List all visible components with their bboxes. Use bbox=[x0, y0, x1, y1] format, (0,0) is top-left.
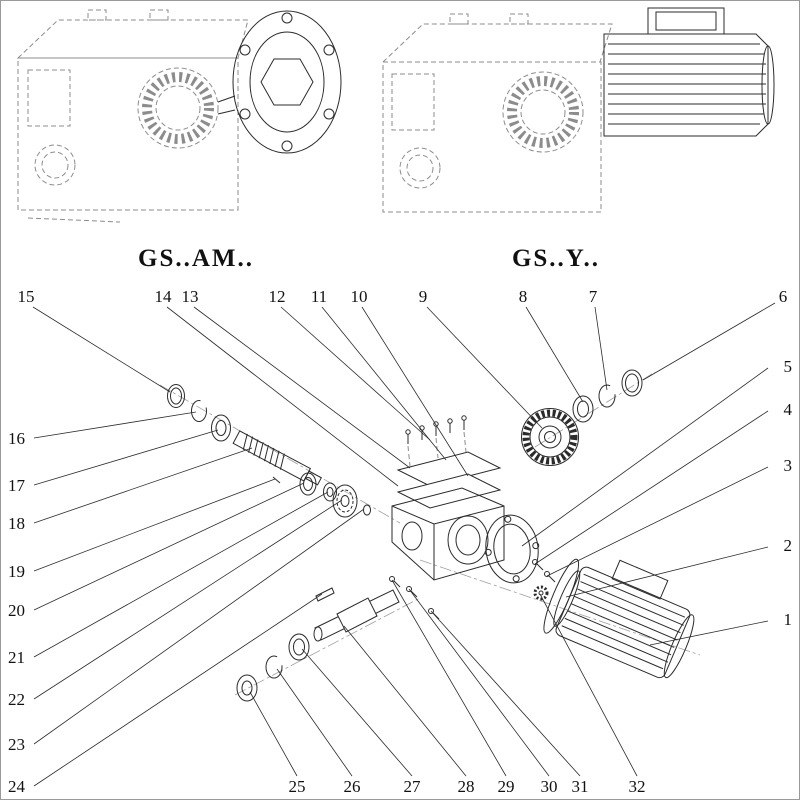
callout-numbers: 1 2 3 4 5 6 7 8 9 10 11 12 13 14 15 16 1… bbox=[8, 287, 793, 796]
callout-11: 11 bbox=[311, 287, 327, 306]
callout-16: 16 bbox=[8, 429, 25, 448]
input-oil-seal bbox=[167, 384, 185, 408]
callout-29: 29 bbox=[498, 777, 515, 796]
callout-20: 20 bbox=[8, 601, 25, 620]
leader-lines bbox=[32, 302, 776, 787]
callout-14: 14 bbox=[155, 287, 173, 306]
spline-bore bbox=[142, 72, 214, 144]
housing-bolt-b bbox=[406, 586, 418, 598]
callout-15: 15 bbox=[18, 287, 35, 306]
gearbox-gsy-figure bbox=[381, 7, 775, 213]
callout-6: 6 bbox=[779, 287, 788, 306]
gear-bearing bbox=[572, 395, 594, 423]
output-flange bbox=[484, 514, 540, 584]
output-circlip bbox=[265, 655, 283, 679]
screw-projection-lines bbox=[407, 431, 467, 467]
callout-3: 3 bbox=[784, 456, 793, 475]
gear-seal-ring bbox=[621, 369, 643, 397]
gearbox-gsam-figure bbox=[16, 9, 342, 223]
input-bearing bbox=[211, 414, 231, 442]
callout-10: 10 bbox=[351, 287, 368, 306]
callout-21: 21 bbox=[8, 648, 25, 667]
motor-pinion bbox=[533, 585, 549, 601]
callout-27: 27 bbox=[404, 777, 422, 796]
worm-gear bbox=[521, 408, 579, 466]
motor-gsy bbox=[603, 7, 775, 137]
flange-gsam bbox=[217, 10, 342, 154]
variant-label-left: GS..AM.. bbox=[138, 245, 254, 272]
dowel-pin bbox=[272, 476, 281, 484]
output-shaft bbox=[313, 589, 400, 642]
callout-4: 4 bbox=[784, 400, 793, 419]
variant-label-right: GS..Y.. bbox=[512, 245, 600, 272]
callout-7: 7 bbox=[589, 287, 598, 306]
callout-23: 23 bbox=[8, 735, 25, 754]
input-retaining-ring bbox=[191, 400, 207, 422]
motor bbox=[543, 558, 695, 679]
spline-bore bbox=[507, 76, 579, 148]
callout-9: 9 bbox=[419, 287, 428, 306]
callout-28: 28 bbox=[458, 777, 475, 796]
callout-17: 17 bbox=[8, 476, 26, 495]
output-washer bbox=[236, 674, 258, 702]
callout-22: 22 bbox=[8, 690, 25, 709]
flange-bolts bbox=[544, 571, 556, 583]
worm-bearing bbox=[299, 472, 317, 496]
callout-26: 26 bbox=[344, 777, 361, 796]
housing-bolt-a bbox=[389, 576, 401, 588]
spacer-washer bbox=[323, 482, 337, 502]
gear-circlip bbox=[598, 384, 616, 408]
gear-housing bbox=[391, 487, 505, 581]
callout-31: 31 bbox=[572, 777, 589, 796]
callout-19: 19 bbox=[8, 562, 25, 581]
shaft-key bbox=[315, 587, 335, 602]
o-ring bbox=[363, 504, 371, 516]
assembly-axes bbox=[159, 371, 701, 696]
worm-shaft bbox=[232, 430, 322, 486]
callout-25: 25 bbox=[289, 777, 306, 796]
callout-12: 12 bbox=[269, 287, 286, 306]
output-bearing bbox=[288, 633, 310, 661]
callout-24: 24 bbox=[8, 777, 26, 796]
callout-13: 13 bbox=[182, 287, 199, 306]
callout-1: 1 bbox=[784, 610, 793, 629]
callout-18: 18 bbox=[8, 514, 25, 533]
shim-disc bbox=[332, 484, 358, 518]
callout-5: 5 bbox=[784, 357, 793, 376]
callout-32: 32 bbox=[629, 777, 646, 796]
callout-30: 30 bbox=[541, 777, 558, 796]
callout-2: 2 bbox=[784, 536, 793, 555]
callout-8: 8 bbox=[519, 287, 528, 306]
